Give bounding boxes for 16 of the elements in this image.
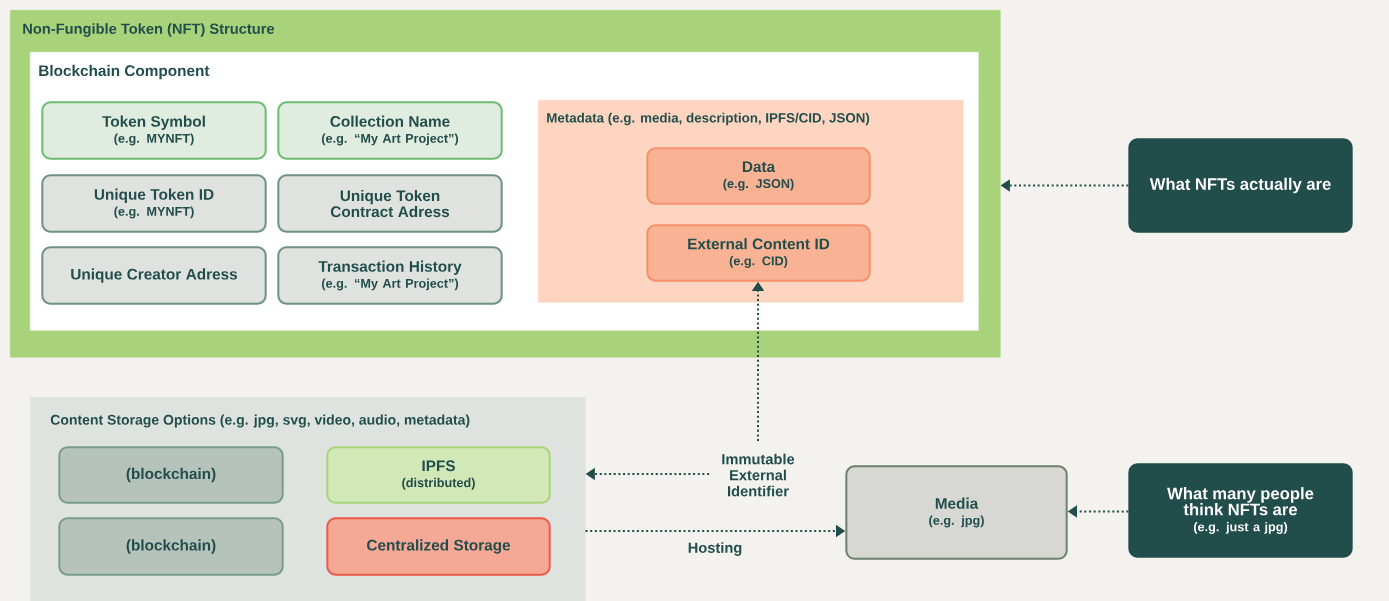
field-box: Transaction History (e.g. “My Art Project”): [277, 246, 503, 305]
metadata-box: Data (e.g. JSON): [646, 147, 871, 205]
field-box: Unique Creator Adress: [41, 246, 267, 305]
field-box: Collection Name (e.g. “My Art Project”): [277, 101, 503, 160]
callout-box: What NFTs actually are: [1128, 138, 1353, 233]
storage-box: IPFS (distributed): [326, 446, 551, 504]
storage-box: (blockchain): [58, 446, 284, 504]
callout-box: What many people think NFTs are (e.g. just a jpg): [1128, 463, 1353, 558]
connector-text: Immutable External Identifier: [722, 453, 795, 497]
storage-box: (blockchain): [58, 517, 284, 576]
field-box: Token Symbol (e.g. MYNFT): [41, 101, 267, 160]
storage-box: Centralized Storage: [326, 517, 551, 576]
field-box: Unique Token ID (e.g. MYNFT): [41, 174, 267, 233]
media-box: Media (e.g. jpg): [845, 465, 1068, 560]
metadata-box: External Content ID (e.g. CID): [646, 224, 871, 282]
field-box: Unique Token Contract Adress: [277, 174, 503, 233]
